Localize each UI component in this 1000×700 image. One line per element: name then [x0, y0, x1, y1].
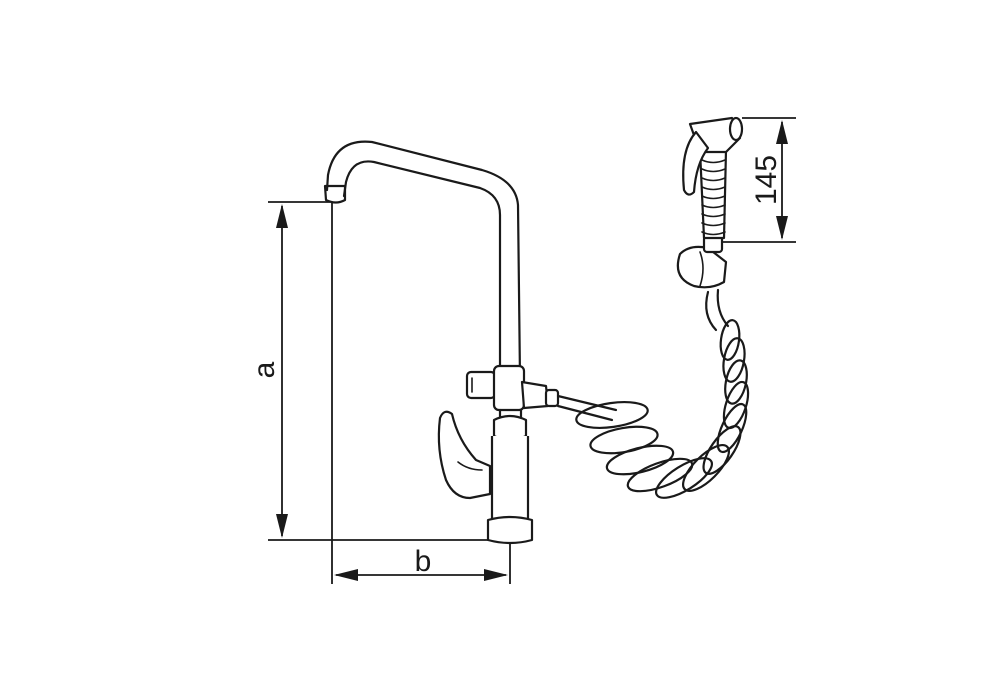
grip-rib	[701, 195, 726, 200]
grip-rib	[701, 177, 726, 182]
hose-coil-loop	[575, 401, 649, 429]
spout	[325, 140, 522, 380]
hose-coil-loop	[716, 402, 748, 454]
hand-shower	[676, 116, 744, 289]
grip-rib	[701, 231, 726, 236]
spout-aerator	[323, 184, 347, 204]
hose-connector	[520, 380, 550, 410]
grip-rib	[701, 186, 726, 191]
shower-holder	[676, 245, 728, 289]
hose-coil-loop	[722, 380, 750, 430]
spout-inner	[342, 160, 502, 380]
hose-coil-loop	[626, 457, 694, 493]
grip-rib	[701, 159, 726, 164]
lever-handle	[437, 410, 492, 500]
dimension-b: b	[331, 202, 511, 584]
grip-rib	[701, 204, 726, 209]
hose-coil-loop	[605, 444, 675, 476]
faucet-base	[486, 515, 534, 545]
grip-rib	[701, 222, 726, 227]
grip-rib	[701, 213, 726, 218]
grip-ribs	[701, 159, 726, 236]
hose-coil-loop	[655, 457, 713, 499]
diverter-body	[492, 364, 526, 412]
shower-trigger	[682, 130, 710, 196]
hose-coil-loop	[724, 359, 748, 405]
hose-coil-loop	[682, 444, 730, 492]
hose-coil-loop	[702, 425, 742, 475]
dimension-a-label: a	[248, 361, 281, 378]
hose-coils	[575, 319, 750, 499]
coiled-hose	[556, 288, 750, 499]
hose-coil-loop	[722, 337, 746, 383]
faucet	[323, 140, 560, 545]
dimension-b-label: b	[415, 545, 432, 578]
hose-coil-loop	[719, 319, 741, 361]
hose-straight	[556, 394, 618, 412]
faucet-body	[490, 436, 530, 522]
dimension-a: a	[248, 201, 488, 541]
dimension-145-label: 145	[750, 155, 783, 205]
grip-rib	[701, 168, 726, 173]
dimension-145: 145	[722, 117, 796, 243]
